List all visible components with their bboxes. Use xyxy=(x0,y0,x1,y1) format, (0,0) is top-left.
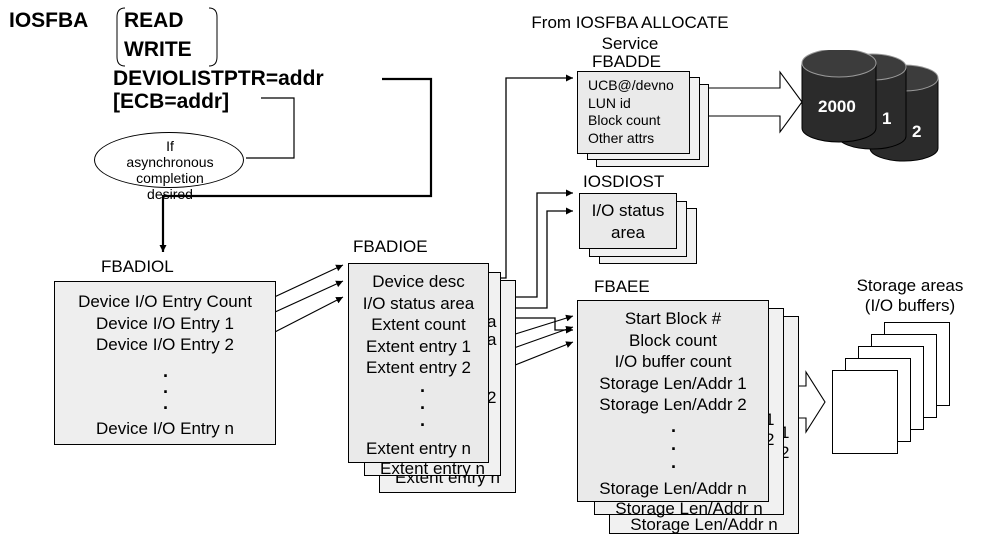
ellipsis-dot: . xyxy=(671,416,677,436)
fbadiol-field: Device I/O Entry 2 xyxy=(96,335,234,354)
iosdiost-field: I/O status xyxy=(591,201,665,220)
ellipsis-dot: . xyxy=(671,452,677,472)
fbaee-field: Storage Len/Addr 1 xyxy=(599,373,747,393)
allocate-caption: From IOSFBA ALLOCATE Service xyxy=(531,13,729,53)
ellipsis-dot: . xyxy=(420,376,426,396)
ellipsis-dot: . xyxy=(163,377,169,397)
ellipsis-dot: . xyxy=(671,434,677,454)
fbadiol-title: FBADIOL xyxy=(101,257,174,276)
fbadioe-back-peek: 2 xyxy=(487,388,497,407)
fbadde-field: UCB@/devno xyxy=(588,77,674,93)
deviolistptr-connector xyxy=(159,77,433,252)
fbadde-field: LUN id xyxy=(588,94,631,111)
iosfba-macro-name: IOSFBA xyxy=(9,9,89,32)
fbadde-to-devices-arrow xyxy=(699,70,803,134)
fbadioe-field: Extent entry 1 xyxy=(366,336,471,356)
fbadioe-back-peek: a xyxy=(487,312,497,331)
fbadde-field: Block count xyxy=(588,112,661,128)
storage-areas-line: (I/O buffers) xyxy=(864,296,956,315)
ellipsis-dot: . xyxy=(163,393,169,413)
deviolistptr-param: DEVIOLISTPTR=addr xyxy=(113,67,324,90)
device-label: 1 xyxy=(882,109,891,128)
storage-areas-caption: Storage areas (I/O buffers) xyxy=(845,276,975,316)
fbaee-back-last: Storage Len/Addr n xyxy=(615,499,763,518)
ecb-note-bracket xyxy=(246,97,295,159)
ellipsis-dot: . xyxy=(420,410,426,430)
fbaee-last-entry: Storage Len/Addr n xyxy=(599,479,747,498)
device-cylinders: 2 1 2000 xyxy=(801,50,939,162)
fbaee-back-peek: 1 xyxy=(780,423,790,442)
fbadiol-last-entry: Device I/O Entry n xyxy=(96,419,234,438)
fbadde-title: FBADDE xyxy=(592,52,661,71)
io-status-back-connector xyxy=(497,207,573,309)
read-option: READ xyxy=(124,9,184,32)
fbadioe-field: Extent entry 2 xyxy=(366,358,471,377)
storage-areas-line: Storage areas xyxy=(856,276,964,295)
fbadioe-last-entry: Extent entry n xyxy=(366,439,471,458)
write-option: WRITE xyxy=(124,38,192,61)
fbaee-back-peek: 2 xyxy=(780,443,790,462)
fbadioe-title: FBADIOE xyxy=(353,237,428,256)
fbadioe-field: Extent count xyxy=(371,315,466,334)
ecb-note-ellipse: If asynchronous completion desired xyxy=(94,132,244,202)
ecb-note-text: If asynchronous completion desired xyxy=(126,138,214,202)
fbaee-field: Storage Len/Addr 2 xyxy=(599,395,747,414)
fbaee-back-peek: 2 xyxy=(765,430,775,449)
fbaee-card: Start Block # Block count I/O buffer cou… xyxy=(577,300,769,502)
fbaee-back-last: Storage Len/Addr n xyxy=(630,515,778,534)
fbaee-field: Start Block # xyxy=(624,309,722,328)
fbadioe-field: I/O status area xyxy=(362,293,475,313)
storage-buffer-page xyxy=(832,370,898,454)
fbadiol-card: Device I/O Entry Count Device I/O Entry … xyxy=(54,281,276,445)
device-cylinder-2000: 2000 xyxy=(801,50,877,143)
operation-brace xyxy=(116,7,218,67)
fbadde-card: UCB@/devno LUN id Block count Other attr… xyxy=(577,71,690,154)
fbaee-back-peek: 1 xyxy=(765,410,775,429)
fbadioe-field: Device desc xyxy=(372,272,465,291)
fbadde-field: Other attrs xyxy=(588,129,655,146)
fbaee-title: FBAEE xyxy=(594,277,650,296)
device-label: 2 xyxy=(912,122,921,141)
fbadiol-field: Device I/O Entry 1 xyxy=(96,313,234,333)
iosdiost-field: area xyxy=(610,222,646,242)
fbadioe-back-peek: a xyxy=(487,330,497,349)
fbaee-field: I/O buffer count xyxy=(614,352,732,371)
fbadioe-fields: Device desc I/O status area Extent count… xyxy=(349,271,488,379)
fbadde-fields: UCB@/devno LUN id Block count Other attr… xyxy=(588,77,699,147)
ellipsis-dot: . xyxy=(420,393,426,413)
fbadiol-fields: Device I/O Entry Count Device I/O Entry … xyxy=(55,291,275,356)
fbadiol-field: Device I/O Entry Count xyxy=(78,292,252,311)
device-label: 2000 xyxy=(818,97,856,116)
iosdiost-title: IOSDIOST xyxy=(583,172,665,191)
fbadioe-back-last: Extent entry n xyxy=(380,459,485,478)
ellipsis-dot: . xyxy=(163,361,169,381)
ecb-param: [ECB=addr] xyxy=(113,90,230,113)
fbaee-fields: Start Block # Block count I/O buffer cou… xyxy=(578,308,768,416)
iosdiost-card: I/O status area xyxy=(579,193,677,249)
fbadioe-card: Device desc I/O status area Extent count… xyxy=(348,263,489,463)
fbaee-field: Block count xyxy=(629,330,717,350)
iosdiost-fields: I/O status area xyxy=(580,200,676,243)
device-desc-connector xyxy=(487,74,573,279)
